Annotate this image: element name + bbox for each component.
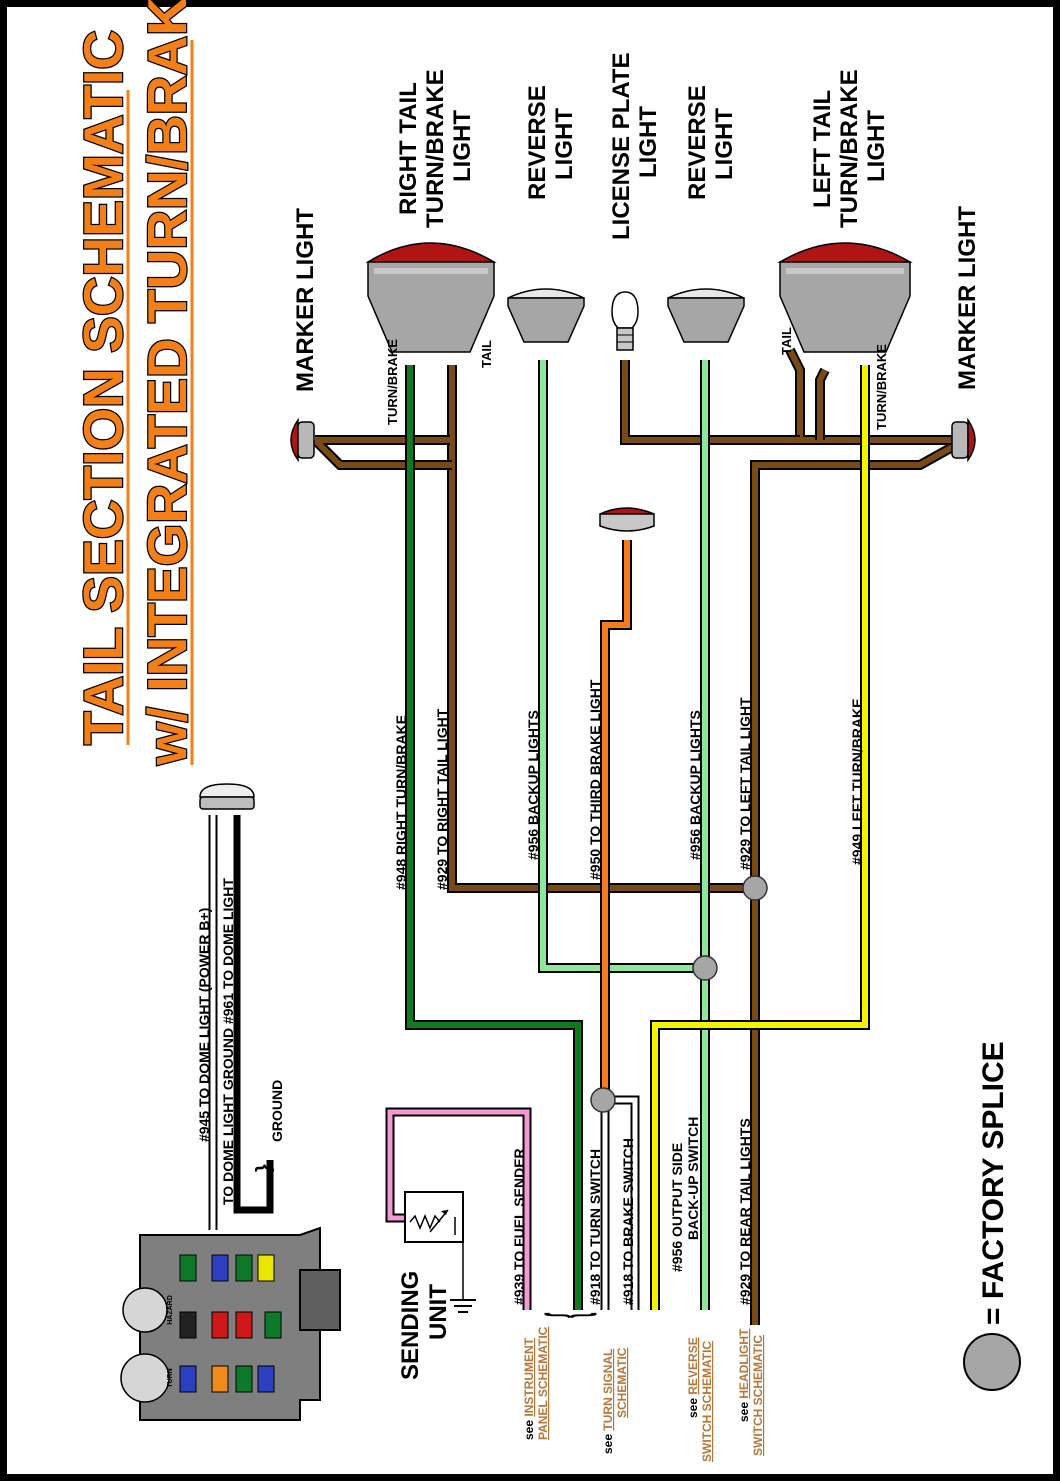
wire-956-a [540,360,705,971]
wire-948 [407,365,581,1310]
splice-956 [692,955,718,981]
wire-929-rear-label: #929 TO REAR TAIL LIGHTS [737,1118,753,1305]
labels: MARKER LIGHT MARKER LIGHT RIGHT TAIL TUR… [196,52,981,1462]
reverse-light-2-icon [667,288,745,343]
wire-929-left-label: #929 TO LEFT TAIL LIGHT [737,697,753,870]
hazard-flasher-icon [122,1287,168,1333]
ref-instrument-panel-line-2[interactable]: PANEL SCHEMATIC [536,1326,550,1440]
wire-948-label: #948 RIGHT TURN/BRAKE [393,715,409,890]
sending-unit-line-1: SENDING [397,1271,424,1380]
factory-splice-icon [963,1333,1021,1391]
wire-949 [652,365,868,1310]
wire-945-label: #945 TO DOME LIGHT (POWER B+) [196,908,212,1142]
ref-instrument-panel[interactable]: see INSTRUMENT [522,1337,536,1440]
marker-right-label: MARKER LIGHT [292,208,319,392]
marker-left-label: MARKER LIGHT [954,206,981,390]
reverse-light-1-icon [507,288,585,343]
wire-961 [233,815,274,1214]
wire-956-out-line-2: BACK-UP SWITCH [685,1117,701,1240]
reverse-2-line-1: REVERSE [684,85,711,200]
left-turn-brake-terminal: TURN/BRAKE [874,344,889,430]
ref-headlight-switch-line-2[interactable]: SWITCH SCHEMATIC [751,1335,765,1456]
wire-929-left-tail [787,348,960,443]
right-tail-line-2: TURN/BRAKE [422,69,449,228]
reverse-2-line-2: LIGHT [711,108,738,180]
splices [590,875,768,1113]
wire-950 [602,540,630,1100]
ref-turn-signal[interactable]: see TURN SIGNAL [601,1349,615,1454]
wire-956-a-label: #956 BACKUP LIGHTS [525,710,541,860]
wire-939 [387,1109,530,1310]
right-tail-light-icon [365,242,497,353]
wire-961-label: TO DOME LIGHT GROUND #961 TO DOME LIGHT [220,878,236,1205]
title-line-1: TAIL SECTION SCHEMATIC [72,30,134,745]
left-tail-light-icon [777,242,913,353]
wire-918-turn-label: #918 TO TURN SWITCH [587,1149,603,1305]
fuse-box-icon: HAZARD TURN [120,1226,341,1421]
wire-956-out-line-1: #956 OUTPUT SIDE [669,1143,685,1272]
ground-brace: } [253,1164,275,1172]
wire-929-right-label: #929 TO RIGHT TAIL LIGHT [434,708,450,890]
legend-label: = FACTORY SPLICE [977,1041,1010,1325]
left-tail-line-1: LEFT TAIL [809,90,836,208]
ref-reverse-switch[interactable]: see REVERSE [686,1337,700,1418]
ref-turn-signal-line-2[interactable]: SCHEMATIC [615,1347,629,1418]
right-tail-line-3: LIGHT [449,110,476,182]
license-line-1: LICENSE PLATE [608,52,635,240]
wire-license-plate [622,360,800,443]
wire-939-label: #939 TO FUEL SENDER [511,1148,527,1305]
left-tail-terminal: TAIL [779,327,794,355]
splice-929 [742,875,768,901]
wire-918-brake-label: #918 TO BRAKE SWITCH [620,1138,636,1305]
license-line-2: LIGHT [635,106,662,178]
ref-headlight-switch[interactable]: see HEADLIGHT [737,1328,751,1422]
wire-950-label: #950 TO THIRD BRAKE LIGHT [587,679,603,880]
right-turn-brake-terminal: TURN/BRAKE [385,339,400,425]
title-line-2: w/ INTEGRATED TURN/BRAKE [136,0,198,766]
legend: = FACTORY SPLICE [963,1041,1021,1391]
marker-light-right-icon [290,417,315,463]
marker-light-left-icon [951,417,976,463]
wire-929-right [449,365,755,891]
wire-929-left-jumper [817,368,828,440]
reverse-1-line-2: LIGHT [551,108,578,180]
right-tail-terminal: TAIL [479,340,494,368]
fuel-sending-unit-icon [404,1191,476,1313]
wire-949-label: #949 LEFT TURN/BRAKE [849,699,865,865]
right-tail-line-1: RIGHT TAIL [395,82,422,215]
wire-956-b-label: #956 BACKUP LIGHTS [687,710,703,860]
left-tail-line-3: LIGHT [863,110,890,182]
reverse-1-line-1: REVERSE [524,85,551,200]
left-tail-line-2: TURN/BRAKE [836,69,863,228]
splice-918 [590,1087,616,1113]
third-brake-light-icon [599,507,655,532]
dome-light-icon [199,783,255,810]
hazard-label: HAZARD [167,1295,174,1325]
license-plate-bulb-icon [611,291,639,351]
turn-signal-brace: { [534,1313,597,1318]
ground-label: GROUND [269,1080,285,1142]
turn-flasher-icon [120,1353,170,1403]
ref-reverse-switch-line-2[interactable]: SWITCH SCHEMATIC [700,1341,714,1462]
sending-unit-line-2: UNIT [425,1284,452,1340]
turn-label: TURN [167,1368,174,1387]
